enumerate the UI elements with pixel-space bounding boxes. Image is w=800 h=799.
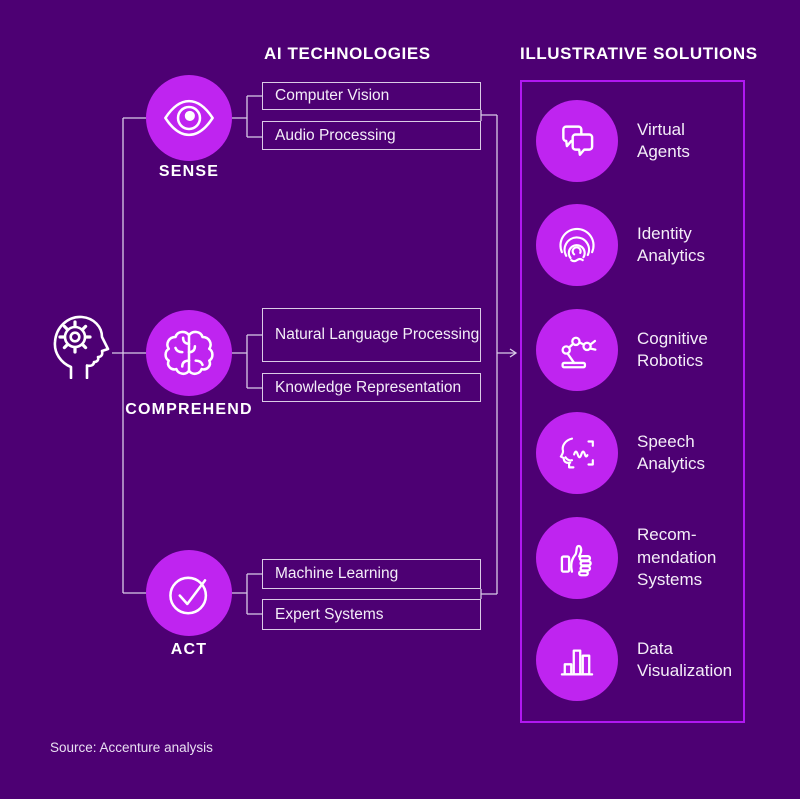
chat-bubbles-icon [562, 125, 594, 156]
act-circle [146, 550, 232, 636]
solution-virtual-agents: Virtual Agents [536, 100, 741, 182]
eye-icon [164, 99, 214, 137]
sense-circle [146, 75, 232, 161]
comprehend-label: COMPREHEND [125, 401, 253, 418]
speech-analytics-circle [536, 412, 618, 494]
data-visualization-label: Data Visualization [637, 638, 733, 680]
checkmark-icon [169, 576, 208, 615]
illustrative-solutions-header: ILLUSTRATIVE SOLUTIONS [520, 44, 758, 63]
identity-analytics-circle [536, 204, 618, 286]
virtual-agents-circle [536, 100, 618, 182]
speech-face-icon [559, 437, 594, 469]
recommendation-systems-label: Recom- mendation Systems [637, 525, 717, 590]
tech-box-natural-language-processing: Natural Language Processing [262, 308, 481, 362]
solution-cognitive-robotics: Cognitive Robotics [536, 309, 741, 391]
tech-box-knowledge-representation: Knowledge Representation [262, 373, 481, 402]
speech-analytics-label: Speech Analytics [637, 431, 706, 473]
solution-recommendation-systems: Recom- mendation Systems [536, 517, 741, 599]
solution-speech-analytics: Speech Analytics [536, 412, 741, 494]
data-visualization-circle [536, 619, 618, 701]
tech-box-expert-systems: Expert Systems [262, 599, 481, 630]
solution-data-visualization: Data Visualization [536, 619, 741, 701]
robot-arm-icon [561, 336, 597, 369]
comprehend-circle [146, 310, 232, 396]
thumbs-up-icon [560, 544, 592, 577]
head-gear-icon [45, 305, 113, 379]
identity-analytics-label: Identity Analytics [637, 223, 706, 265]
solution-identity-analytics: Identity Analytics [536, 204, 741, 286]
ai-technologies-header: AI TECHNOLOGIES [264, 44, 431, 63]
sense-label: SENSE [158, 163, 220, 180]
cognitive-robotics-label: Cognitive Robotics [637, 328, 708, 370]
solutions-panel [520, 80, 745, 723]
source-note: Source: Accenture analysis [50, 740, 213, 755]
bar-chart-icon [560, 649, 594, 676]
tech-box-computer-vision: Computer Vision [262, 82, 481, 110]
fingerprint-icon [559, 227, 595, 263]
cognitive-robotics-circle [536, 309, 618, 391]
tech-box-machine-learning: Machine Learning [262, 559, 481, 589]
brain-icon [164, 330, 214, 376]
tech-box-audio-processing: Audio Processing [262, 121, 481, 150]
act-label: ACT [170, 641, 208, 658]
recommendation-systems-circle [536, 517, 618, 599]
virtual-agents-label: Virtual Agents [637, 119, 690, 161]
